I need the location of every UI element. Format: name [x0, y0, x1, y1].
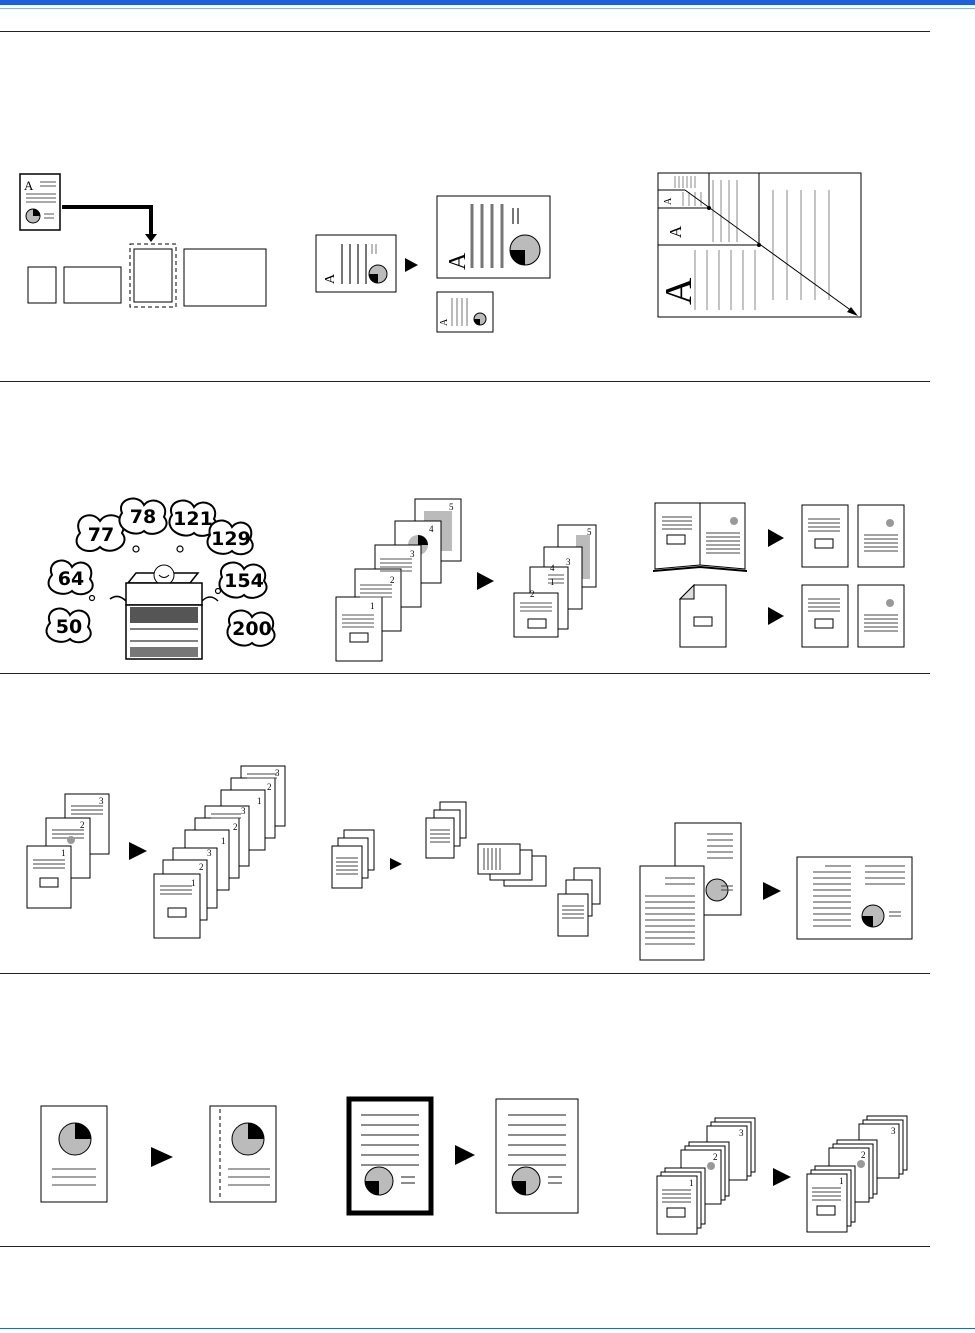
header-rule [0, 8, 975, 9]
document-letter: A [445, 252, 471, 270]
page-number: 5 [449, 502, 454, 512]
arrow-right-icon [455, 1145, 475, 1165]
split-copy-illustration [652, 502, 905, 648]
page-number: 3 [891, 1126, 896, 1136]
document-letter: A [663, 197, 674, 205]
page-number: 2 [199, 862, 204, 872]
section-divider [0, 381, 930, 382]
section-divider [0, 973, 930, 974]
document-letter: A [24, 178, 34, 193]
auto-paper-selection-illustration: A [19, 173, 267, 308]
page-number: 3 [207, 848, 212, 858]
page-number: 1 [257, 796, 262, 806]
page-number: 1 [839, 1176, 844, 1186]
page-number: 1 [61, 848, 66, 858]
page-number: 3 [241, 806, 246, 816]
page-number: 3 [566, 557, 571, 567]
section-divider [0, 31, 930, 32]
document-letter: A [666, 225, 685, 238]
page-number: 4 [550, 563, 555, 573]
section-divider [0, 1246, 930, 1247]
arrow-right-icon [129, 842, 147, 860]
zoom-ratio-label: 78 [130, 506, 156, 528]
page-number: 1 [221, 836, 226, 846]
margin-copy-illustration [40, 1105, 277, 1203]
page-number: 2 [530, 589, 535, 599]
footer-rule [0, 1328, 975, 1329]
header-accent-bar [0, 0, 975, 5]
zoom-ratio-copier-illustration: 77 78 121 129 64 154 50 200 [45, 497, 276, 660]
page-number: 1 [550, 577, 555, 587]
page-number: 2 [267, 782, 272, 792]
offset-copy-illustration: 1 2 3 1 2 3 [656, 1115, 908, 1235]
original-document-icon: A [19, 173, 61, 231]
combine-copy-illustration [639, 822, 913, 961]
arrow-right-icon [477, 572, 494, 590]
page-number: 4 [429, 524, 434, 534]
page-number: 3 [410, 549, 415, 559]
page-number: 2 [80, 820, 85, 830]
page-number: 2 [713, 1152, 718, 1162]
paper-size-icon [27, 243, 267, 308]
border-erase-illustration [346, 1096, 579, 1216]
zoom-copy-illustration: A A A [315, 195, 551, 333]
arrow-right-icon [768, 607, 784, 625]
page-number: 1 [191, 878, 196, 888]
page-number: 2 [233, 822, 238, 832]
arrow-right-icon [763, 882, 781, 900]
document-letter: A [439, 318, 450, 326]
zoom-ratio-label: 64 [58, 568, 84, 590]
zoom-ratio-label: 121 [173, 508, 213, 530]
proportional-zoom-illustration: A A A [657, 172, 862, 318]
page-number: 2 [390, 575, 395, 585]
page-number: 1 [689, 1178, 694, 1188]
copier-icon [109, 564, 219, 660]
zoom-ratio-label: 129 [211, 528, 251, 550]
duplex-copy-illustration: 1 2 3 4 5 1 2 3 4 5 [335, 498, 597, 662]
arrow-right-icon [151, 1147, 173, 1167]
group-copy-illustration [331, 801, 601, 937]
arrow-right-icon [773, 1168, 791, 1186]
section-divider [0, 673, 930, 674]
document-letter: A [323, 273, 338, 284]
arrow-right-icon [390, 858, 402, 870]
document-letter: A [658, 277, 700, 305]
page-number: 5 [587, 527, 592, 537]
page-number: 3 [739, 1128, 744, 1138]
arrow-right-icon [405, 258, 418, 272]
page-number: 1 [370, 601, 375, 611]
zoom-ratio-label: 154 [224, 570, 264, 592]
zoom-ratio-label: 50 [56, 616, 82, 638]
zoom-ratio-label: 200 [232, 618, 272, 640]
page-number: 3 [99, 796, 104, 806]
sort-copy-illustration: 1 2 3 1 2 3 1 2 3 1 2 3 [26, 765, 286, 939]
page-number: 2 [861, 1150, 866, 1160]
page-number: 3 [275, 768, 280, 778]
arrow-right-icon [768, 529, 784, 547]
zoom-ratio-label: 77 [88, 524, 114, 546]
